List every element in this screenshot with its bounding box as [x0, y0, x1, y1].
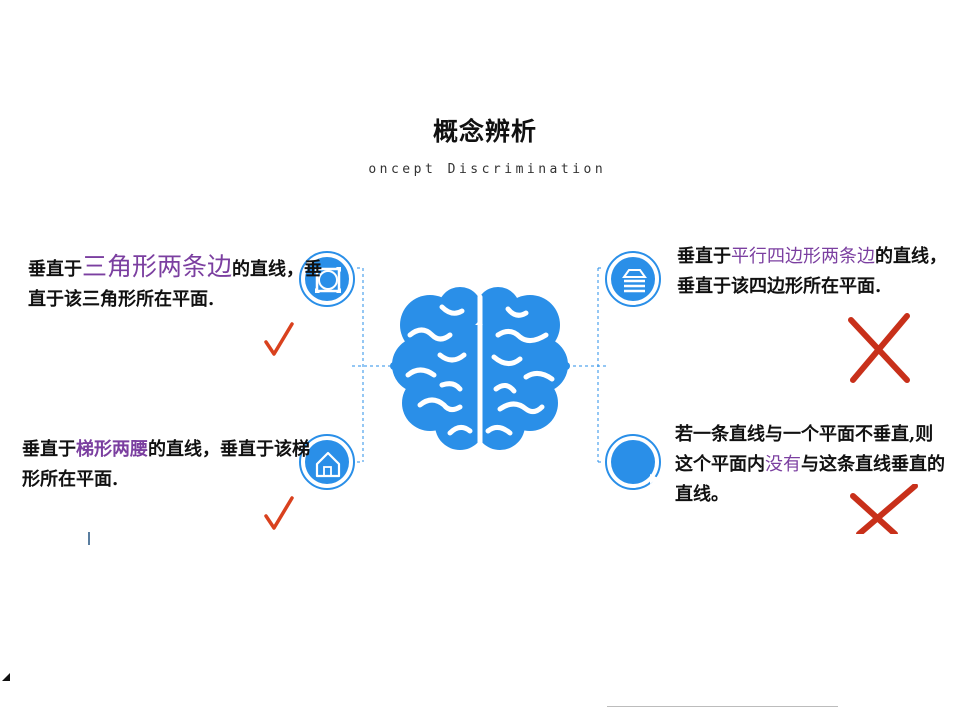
- check-mark-icon: [264, 496, 294, 530]
- item-3-icon-badge: [605, 251, 661, 307]
- item-4-highlight: 没有: [765, 454, 801, 475]
- item-2-highlight: 梯形两腰: [76, 439, 148, 460]
- brain-icon: [390, 287, 570, 450]
- play-arrow-icon: [650, 474, 658, 484]
- stacked-layers-icon: [622, 269, 647, 293]
- item-4-icon-badge: [605, 434, 661, 490]
- cross-mark-icon: [848, 313, 910, 383]
- page-title: 概念辨析: [432, 117, 537, 146]
- frame-square-icon: [315, 267, 341, 293]
- house-icon: [315, 451, 341, 478]
- item-1-text: 垂直于三角形两条边的直线，垂直于该三角形所在平面.: [28, 252, 323, 310]
- page-subtitle: Concept Discrimination: [366, 162, 602, 177]
- item-1-highlight: 三角形两条边: [82, 252, 233, 281]
- item-1-icon-badge: [299, 251, 355, 307]
- item-2-text: 垂直于梯形两腰的直线，垂直于该梯形所在平面.: [22, 439, 310, 490]
- item-3-highlight: 平行四边形两条边: [731, 246, 875, 267]
- item-4-text: 若一条直线与一个平面不垂直,则这个平面内没有与这条直线垂直的直线。: [675, 424, 945, 505]
- bottom-divider: [607, 706, 838, 707]
- item-2-icon-badge: [299, 434, 355, 490]
- check-mark-icon: [264, 322, 294, 356]
- item-3-text: 垂直于平行四边形两条边的直线，垂直于该四边形所在平面.: [677, 246, 947, 297]
- text-cursor: [88, 532, 90, 545]
- cross-mark-icon: [850, 484, 918, 534]
- corner-triangle: [2, 673, 10, 681]
